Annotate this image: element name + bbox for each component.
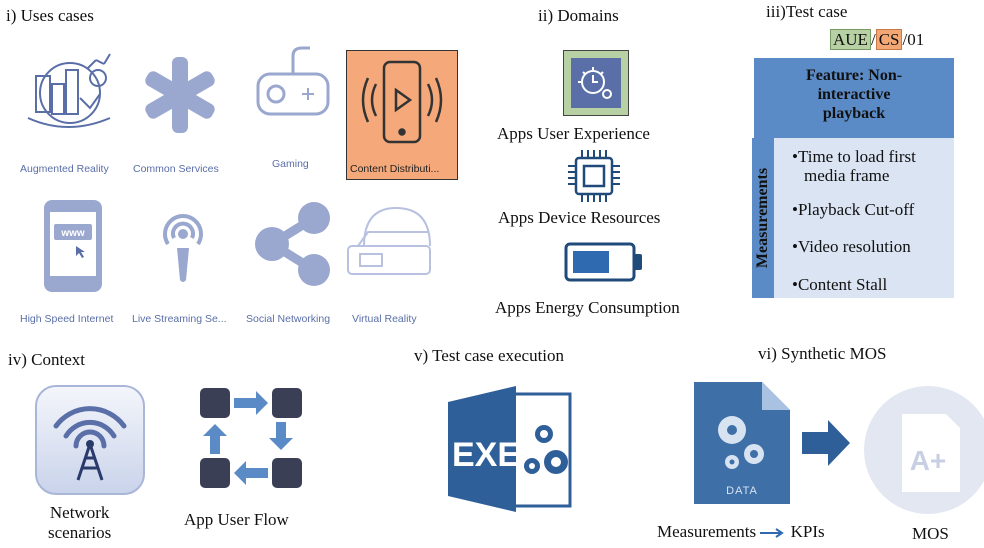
share-icon bbox=[255, 202, 330, 286]
data-file-icon: DATA bbox=[694, 382, 790, 504]
use-case-label: Social Networking bbox=[246, 313, 331, 325]
augmented-reality-icon bbox=[27, 53, 111, 128]
measurements-title: Measurements bbox=[754, 167, 771, 269]
domains-title: ii) Domains bbox=[538, 6, 619, 25]
app-user-flow-label: App User Flow bbox=[184, 510, 289, 529]
use-case-code: CS bbox=[875, 29, 903, 50]
use-case-label: Gaming bbox=[272, 158, 309, 170]
domain-label: Apps Energy Consumption bbox=[495, 298, 680, 317]
synthetic-mos-title: vi) Synthetic MOS bbox=[758, 344, 887, 363]
small-arrow-icon bbox=[760, 528, 785, 538]
domain-label: Apps Device Resources bbox=[498, 208, 661, 227]
use-case-label: Content Distributi... bbox=[350, 163, 440, 175]
case-number: /01 bbox=[902, 30, 925, 49]
vr-headset-icon bbox=[347, 206, 431, 275]
use-case-label: Virtual Reality bbox=[352, 313, 417, 325]
measurements-kpis-label: Measurements KPIs bbox=[657, 522, 825, 542]
use-case-label: High Speed Internet bbox=[20, 313, 114, 325]
asterisk-icon bbox=[145, 57, 215, 133]
use-case-label: Common Services bbox=[133, 163, 219, 175]
test-case-title: iii)Test case bbox=[766, 2, 848, 21]
network-signal-icon bbox=[35, 385, 145, 495]
gear-clock-icon bbox=[571, 58, 621, 108]
battery-icon bbox=[564, 242, 642, 282]
domain-code: AUE bbox=[830, 29, 871, 50]
phone-www-icon: www bbox=[44, 200, 102, 292]
exe-text: EXE bbox=[452, 436, 520, 474]
measurements-sidebar bbox=[752, 138, 774, 298]
measurement-item: •Playback Cut-off bbox=[792, 200, 915, 219]
label-line: Network bbox=[49, 503, 110, 522]
measurements-box bbox=[752, 138, 954, 298]
use-case-label: Augmented Reality bbox=[20, 163, 109, 175]
phone-video-icon bbox=[361, 60, 443, 144]
execution-title: v) Test case execution bbox=[414, 346, 565, 365]
cpu-chip-icon bbox=[568, 150, 620, 202]
mos-label: MOS bbox=[912, 524, 949, 543]
measurement-item: media frame bbox=[804, 166, 890, 185]
code-separator: / bbox=[870, 30, 876, 49]
measurement-item: •Time to load first bbox=[792, 147, 916, 166]
measurement-item: •Content Stall bbox=[792, 275, 888, 294]
app-flow-icon bbox=[200, 388, 302, 488]
feature-line: Feature: Non- bbox=[805, 67, 903, 84]
measurements-text: Measurements bbox=[657, 522, 757, 541]
measurement-item: •Video resolution bbox=[792, 237, 911, 256]
svg-text:www: www bbox=[60, 228, 85, 239]
context-title: iv) Context bbox=[8, 350, 85, 369]
network-scenarios-label: Network scenarios bbox=[48, 503, 111, 543]
podcast-icon bbox=[163, 214, 203, 282]
feature-line: interactive bbox=[817, 86, 891, 103]
feature-line: playback bbox=[822, 105, 886, 122]
arrow-right-icon bbox=[802, 420, 850, 466]
exe-file-icon: EXE bbox=[448, 386, 572, 512]
grade-mos-icon: A+ bbox=[864, 386, 984, 514]
kpis-text: KPIs bbox=[790, 522, 825, 541]
use-case-label: Live Streaming Se... bbox=[132, 313, 227, 325]
data-text: DATA bbox=[726, 485, 758, 497]
grade-text: A+ bbox=[910, 445, 947, 476]
use-cases-title: i) Uses cases bbox=[6, 6, 94, 25]
feature-box: Feature: Non- interactive playback bbox=[754, 58, 954, 138]
gamepad-icon bbox=[256, 46, 330, 116]
domain-label: Apps User Experience bbox=[497, 124, 650, 143]
test-case-code: AUE/CS/01 bbox=[830, 29, 925, 50]
label-line: scenarios bbox=[48, 523, 112, 542]
